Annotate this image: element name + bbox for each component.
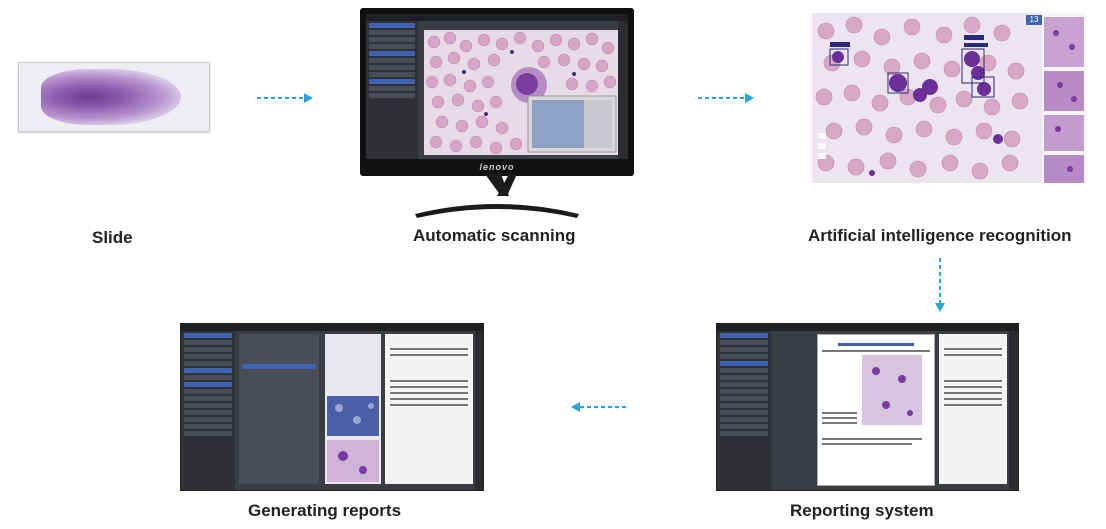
step-label-reporting: Reporting system [790, 501, 934, 520]
glass-slide-image [18, 62, 210, 132]
monitor-stand [415, 174, 579, 218]
flow-arrow-3 [935, 258, 945, 312]
ai-counter-badge: 13 [1029, 15, 1039, 24]
ai-recognition-image: 13 [812, 13, 1086, 183]
blood-smear [41, 69, 181, 125]
step-label-scanning: Automatic scanning [413, 226, 576, 245]
flow-arrow-1 [257, 93, 313, 103]
scanning-monitor: lenovo [360, 8, 634, 176]
step-label-generating: Generating reports [248, 501, 402, 520]
flow-arrow-4 [571, 402, 627, 412]
step-label-slide: Slide [92, 228, 133, 247]
generating-reports-window [180, 323, 484, 491]
reporting-system-window [716, 323, 1019, 491]
blood-cell-field [424, 30, 618, 155]
monitor-brand-logo: lenovo [479, 162, 515, 172]
flow-arrow-2 [698, 93, 754, 103]
scanning-screen [366, 14, 628, 159]
step-label-ai: Artificial intelligence recognition [808, 226, 1072, 245]
